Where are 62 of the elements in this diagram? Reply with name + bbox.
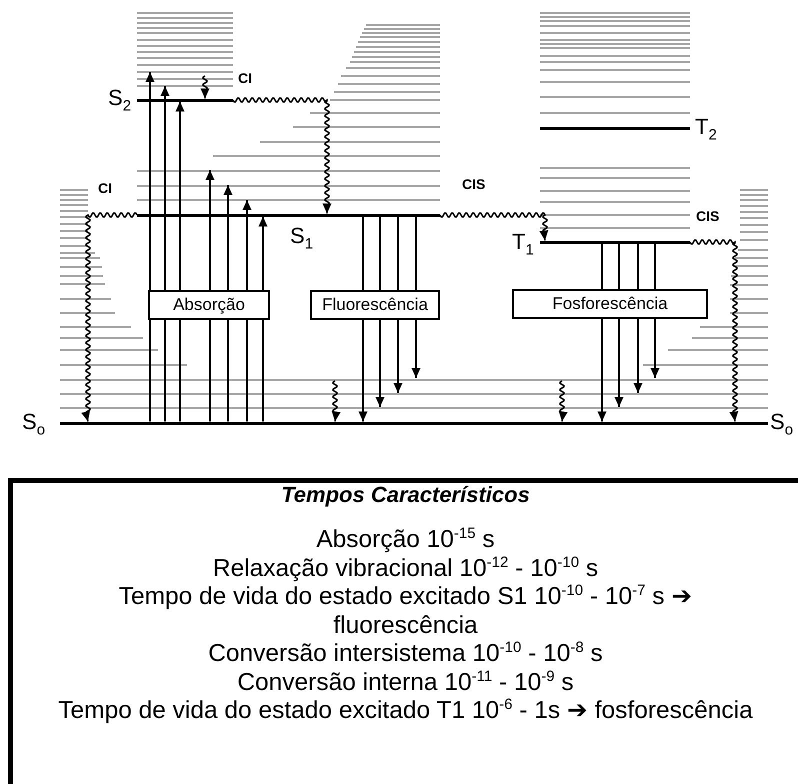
process-label: Fosforescência xyxy=(512,289,708,319)
connector-line xyxy=(362,216,364,290)
wavy-arrow xyxy=(690,238,738,422)
panel-heading: Tempos Característicos xyxy=(281,483,530,507)
state-label: T$_{1}$ xyxy=(512,230,534,260)
timing-line: Tempo de vida do estado excitado T1 10$^{-6}$ - 1s ➔ fosforescência xyxy=(58,697,753,726)
energy-level-line xyxy=(540,126,690,130)
timing-line: Conversão interna 10$^{-11}$ - 10$^{-9}$ s xyxy=(237,668,574,697)
arrow xyxy=(358,320,368,422)
connector-line xyxy=(637,244,639,289)
energy-level-line xyxy=(540,240,690,244)
timing-line: Relaxação vibracional 10$^{-12}$ - 10$^{-10}$ s xyxy=(212,554,598,583)
process-label: Absorção xyxy=(148,290,270,320)
connector-line xyxy=(262,320,264,422)
wavy-arrow xyxy=(81,212,138,422)
connector-line xyxy=(379,216,381,290)
wavy-arrow xyxy=(200,75,210,98)
arrow xyxy=(206,170,214,290)
arrow xyxy=(176,102,184,290)
arrow xyxy=(412,320,420,378)
arrow xyxy=(160,86,170,290)
connector-line xyxy=(179,320,181,422)
timing-line: Conversão intersistema 10$^{-10}$ - 10$^{-8}$ s xyxy=(208,640,603,668)
arrow xyxy=(376,320,384,407)
process-label: Fluorescência xyxy=(310,290,440,320)
timing-line: Absorção 10$^{-15}$ s xyxy=(316,526,495,554)
connector-line xyxy=(601,244,603,289)
state-label: S$_{1}$ xyxy=(290,224,314,254)
arrow xyxy=(146,72,154,290)
connector-line xyxy=(246,320,248,422)
wavy-arrow xyxy=(332,380,341,422)
edge-label: CI xyxy=(236,70,254,86)
arrow xyxy=(650,319,660,378)
edge-label: CIS xyxy=(694,208,722,224)
arrow xyxy=(224,185,232,290)
arrow xyxy=(394,320,402,393)
edge-label: CIS xyxy=(460,176,488,192)
connector-line xyxy=(618,244,620,289)
arrow xyxy=(242,200,252,290)
timing-panel xyxy=(8,478,798,784)
arrow xyxy=(614,319,624,407)
connector-line xyxy=(654,244,656,289)
state-label: S$_{2}$ xyxy=(108,86,132,116)
wavy-arrow xyxy=(232,96,332,214)
connector-line xyxy=(149,320,151,422)
energy-level-line xyxy=(137,98,233,102)
connector-line xyxy=(397,216,399,290)
state-label: T$_{2}$ xyxy=(695,115,717,146)
energy-level-line xyxy=(137,214,440,216)
connector-line xyxy=(415,216,417,290)
state-label: S$_{o}$ xyxy=(22,410,46,440)
edge-label: CI xyxy=(96,180,114,196)
wavy-arrow xyxy=(439,212,548,241)
arrow xyxy=(258,216,268,290)
arrow xyxy=(598,319,606,422)
state-label: S$_{o}$ xyxy=(770,410,794,440)
arrow xyxy=(634,319,642,393)
energy-level-line xyxy=(60,422,768,424)
connector-line xyxy=(227,320,229,422)
connector-line xyxy=(164,320,166,422)
connector-line xyxy=(209,320,211,422)
wavy-arrow xyxy=(558,380,568,422)
